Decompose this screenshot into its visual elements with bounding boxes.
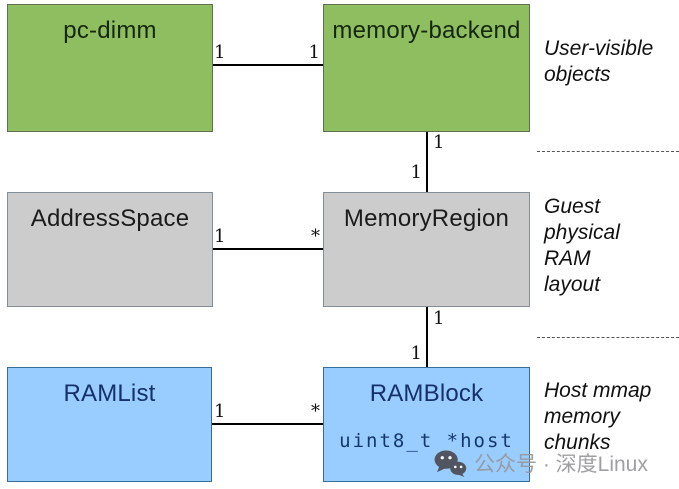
node-address-space: AddressSpace	[7, 192, 213, 307]
connector-ramlist-ramblock	[212, 423, 323, 425]
annotation-host-mmap-memory-chunks: Host mmap memory chunks	[544, 379, 652, 454]
connector-memregion-ramblock	[426, 307, 428, 367]
node-ram-block-label: RAMBlock	[369, 380, 484, 407]
node-ram-list: RAMList	[7, 367, 212, 482]
multiplicity-label: *	[311, 226, 320, 247]
section-divider	[537, 337, 679, 338]
watermark-text: 公众号 · 深度Linux	[474, 453, 648, 476]
node-ram-block: RAMBlock uint8_t *host	[323, 367, 530, 482]
connector-addrspace-memregion	[213, 248, 323, 250]
wechat-icon	[433, 449, 467, 477]
multiplicity-label: 1	[214, 401, 226, 422]
node-ram-list-label: RAMList	[63, 380, 156, 407]
node-memory-region-label: MemoryRegion	[343, 205, 510, 232]
multiplicity-label: 1	[410, 162, 422, 183]
multiplicity-label: 1	[410, 343, 422, 364]
node-memory-backend-label: memory-backend	[332, 17, 521, 44]
node-address-space-label: AddressSpace	[30, 205, 190, 232]
node-pc-dimm-label: pc-dimm	[63, 17, 157, 44]
node-memory-region: MemoryRegion	[323, 192, 530, 307]
connector-backend-memregion	[426, 132, 428, 192]
multiplicity-label: 1	[214, 226, 226, 247]
watermark: 公众号 · 深度Linux	[433, 448, 648, 478]
annotation-user-visible-objects: User-visible objects	[544, 37, 654, 86]
annotation-guest-physical-ram-layout: Guest physical RAM layout	[544, 195, 620, 296]
connector-pcdimm-backend	[213, 64, 323, 66]
section-divider	[537, 151, 679, 152]
node-pc-dimm: pc-dimm	[7, 4, 213, 132]
node-memory-backend: memory-backend	[323, 4, 530, 132]
node-ram-block-field: uint8_t *host	[339, 430, 514, 452]
multiplicity-label: 1	[433, 308, 445, 329]
multiplicity-label: 1	[433, 132, 445, 153]
multiplicity-label: 1	[308, 42, 320, 63]
multiplicity-label: *	[311, 401, 320, 422]
multiplicity-label: 1	[214, 42, 226, 63]
